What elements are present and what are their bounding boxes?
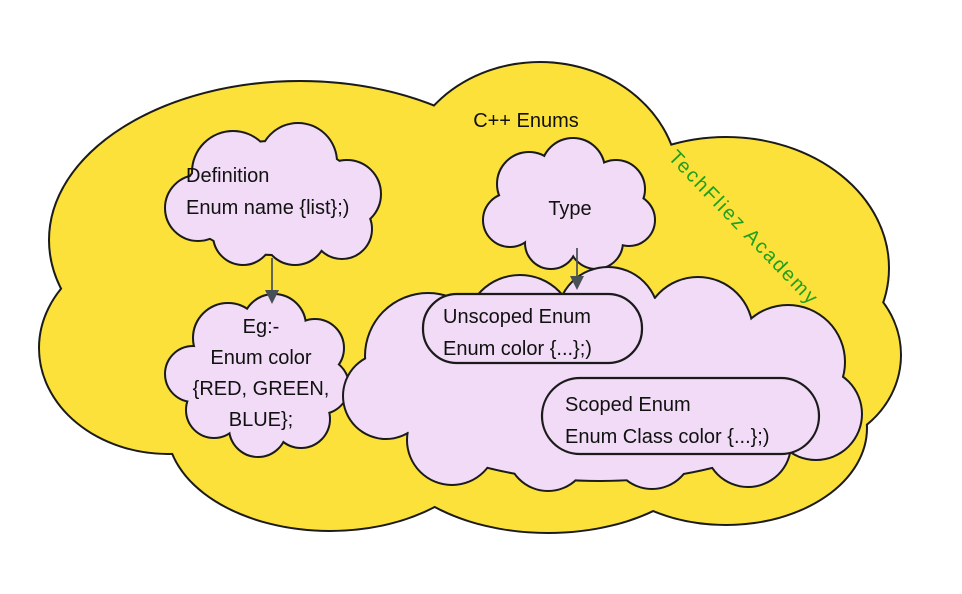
arrow-type-to-types bbox=[570, 248, 584, 290]
type-node-text: Type bbox=[548, 198, 592, 220]
scoped-pill-shape bbox=[540, 376, 821, 456]
unscoped-pill-shape bbox=[421, 292, 644, 365]
example-node-text: Eg:- Enum color {RED, GREEN, BLUE}; bbox=[192, 316, 330, 431]
type-cloud-shape bbox=[482, 137, 656, 270]
arrow-definition-to-example bbox=[265, 258, 279, 304]
scoped-node-text: Scoped Enum Enum Class color {...};) bbox=[565, 394, 770, 448]
definition-cloud-shape bbox=[164, 122, 382, 266]
definition-node-text: Definition Enum name {list};) bbox=[186, 165, 350, 219]
diagram-title: C++ Enums bbox=[473, 110, 579, 132]
unscoped-node-text: Unscoped Enum Enum color {...};) bbox=[443, 306, 592, 360]
